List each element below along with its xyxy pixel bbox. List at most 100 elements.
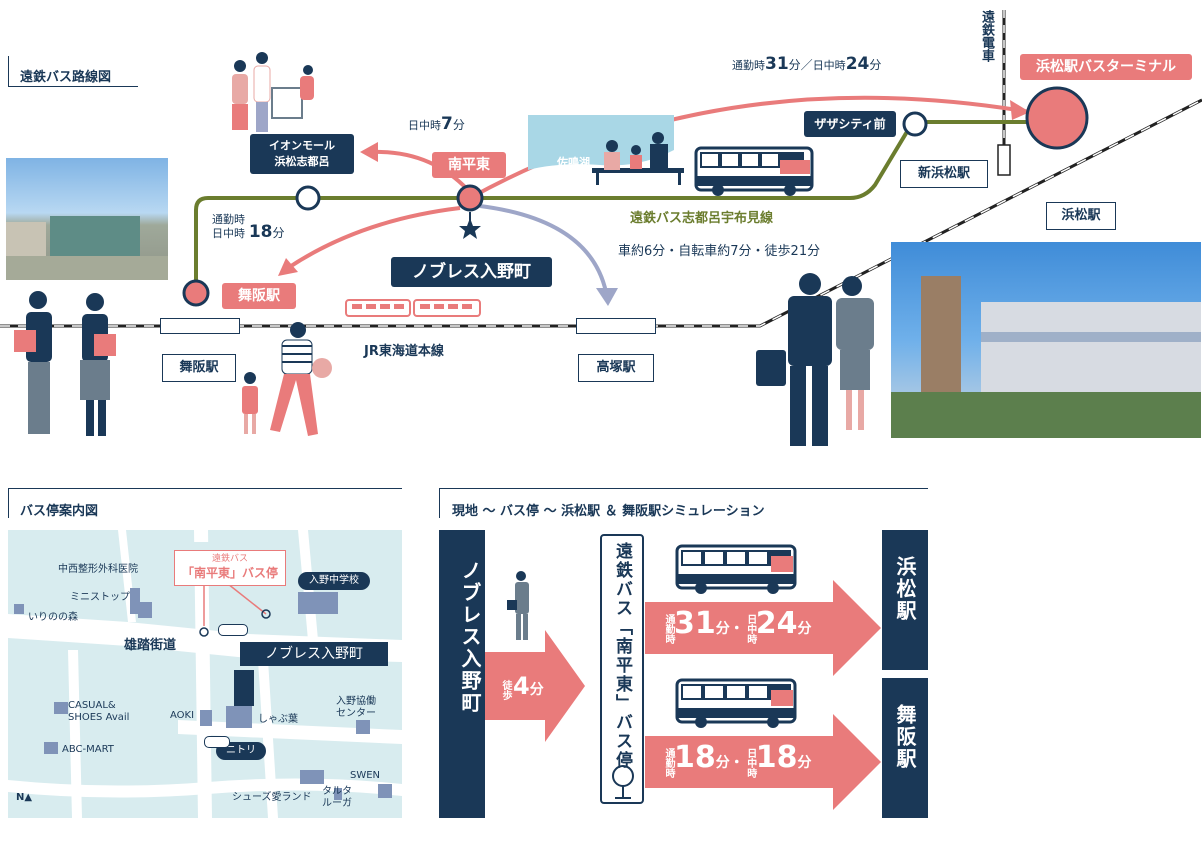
maisaka-station: 舞阪駅: [162, 354, 236, 382]
time-to-maisaka: 通勤時 日中時 18分: [212, 214, 285, 242]
map-building-property: [234, 670, 254, 706]
walk-prefix: 徒歩: [500, 679, 511, 700]
takatsuka-station-platform: [576, 318, 656, 334]
station-stripe: [981, 332, 1201, 342]
map-property-label: ノブレス入野町: [240, 642, 388, 666]
time-to-aeon-unit: 分: [452, 118, 465, 132]
time-to-maisaka-unit: 分: [272, 226, 285, 240]
aeon-label: イオンモール 浜松志都呂: [250, 134, 354, 174]
time-to-aeon: 日中時7分: [408, 114, 465, 134]
hamamatsu-sep: ・: [729, 621, 744, 637]
property-label: ノブレス入野町: [391, 257, 552, 287]
hamamatsu-unit-2: 分: [797, 621, 812, 637]
map-label-swen: SWEN: [350, 770, 381, 781]
aeon-building-wing: [6, 222, 46, 258]
hamamatsu-day-value: 24: [755, 606, 798, 641]
north-arrow-icon: N▲: [16, 792, 33, 803]
arrow-to-maisaka: [286, 206, 461, 270]
route-lines-svg: [0, 10, 1202, 446]
bus-map-rule-left: [8, 488, 9, 518]
dest-maisaka-panel: 舞阪駅: [882, 678, 928, 818]
students-illustration: [14, 291, 116, 436]
business-people-illustration: [756, 273, 874, 446]
walk-value: 4: [513, 672, 530, 700]
maisaka-commute-value: 18: [674, 740, 716, 775]
time-to-terminal-commute-prefix: 通勤時: [732, 59, 765, 72]
stop-terminal-circle: [1025, 86, 1089, 150]
maisaka-stop-label: 舞阪駅: [222, 283, 296, 309]
bus-arrows-svg: [645, 544, 881, 810]
time-to-maisaka-value: 18: [248, 222, 273, 242]
map-bus-stop-line2: 「南平東」バス停: [181, 566, 278, 580]
time-to-aeon-prefix: 日中時: [408, 119, 441, 132]
section-rule-bottom: [8, 86, 138, 87]
map-building-aoki: [200, 710, 212, 726]
time-to-hamamatsu: 通勤時31分・日中時24分: [662, 606, 812, 644]
time-to-terminal-sep: 分／: [788, 58, 813, 72]
map-building-kyodo: [356, 720, 370, 734]
origin-panel: ノブレス入野町: [439, 530, 485, 818]
hamamatsu-day-prefix: 日中時: [744, 613, 756, 644]
aeon-building-shape: [50, 216, 140, 256]
map-building-swen: [378, 784, 392, 798]
maisaka-station-platform: [160, 318, 240, 334]
map-label-shabuyo: しゃぶ葉: [258, 714, 298, 725]
map-label-casual: CASUAL& SHOES Avail: [68, 700, 130, 723]
train-icon: [345, 299, 481, 317]
time-to-terminal: 通勤時31分／日中時24分: [732, 54, 881, 74]
aeon-parking: [6, 256, 168, 280]
terminal-label: 浜松駅バスターミナル: [1020, 54, 1192, 80]
time-to-terminal-unit: 分: [869, 58, 882, 72]
zazacity-label: ザザシティ前: [804, 111, 896, 137]
map-label-kyodo: 入野協働 センター: [336, 696, 376, 719]
map-signal-icon: [204, 736, 230, 748]
map-building-shabuyo: [226, 706, 252, 728]
enshu-railway-label: 遠鉄電車: [979, 10, 994, 62]
sim-bus-icon-top: [675, 544, 797, 594]
bus-map-title: バス停案内図: [20, 504, 99, 519]
minamihiragashi-label: 南平東: [432, 152, 506, 178]
walk-arrow-svg: [485, 571, 585, 742]
sim-rule-top: [439, 488, 928, 489]
section-rule-left: [8, 56, 9, 86]
map-building-jhs: [298, 592, 338, 614]
stop-aeon-circle: [295, 185, 321, 211]
map-label-aoki: AOKI: [170, 710, 195, 721]
time-to-takatsuka: 車約6分・自転車約7分・徒歩21分: [618, 244, 821, 259]
bus-map-rule-top: [8, 488, 402, 489]
map-label-taruta: タルタ ルーガ: [322, 786, 352, 809]
time-to-terminal-commute-value: 31: [765, 54, 789, 74]
bus-stop-label: 遠鉄バス「南平東」バス停: [612, 542, 632, 770]
family-illustration: [232, 52, 314, 132]
bus-illustration: [694, 146, 814, 196]
map-bus-stop-callout: 遠鉄バス 「南平東」バス停: [174, 550, 286, 586]
aeon-photo: [6, 158, 168, 280]
takatsuka-station: 高塚駅: [578, 354, 654, 382]
act-tower-shape: [921, 276, 961, 396]
mother-child-illustration: [242, 322, 332, 436]
hamamatsu-commute-value: 31: [674, 606, 716, 641]
map-label-abc: ABC-MART: [62, 744, 114, 755]
bus-stop-sign-icon: [612, 765, 634, 799]
origin-label: ノブレス入野町: [458, 560, 482, 714]
walk-time: 徒歩4分: [498, 672, 544, 700]
time-to-terminal-day-prefix: 日中時: [812, 59, 846, 72]
map-label-irino-mori: いりのの森: [28, 612, 78, 623]
map-building-shoesland: [300, 770, 324, 784]
map-building-ministop: [130, 588, 140, 614]
walk-unit: 分: [529, 682, 544, 698]
map-label-shoesland: シューズ愛ランド: [232, 792, 312, 803]
bus-stop-panel: 遠鉄バス「南平東」バス停: [600, 534, 644, 804]
hamamatsu-station: 浜松駅: [1046, 202, 1116, 230]
map-building-abc: [44, 742, 58, 754]
map-building-casual: [54, 702, 68, 714]
dest-hamamatsu-panel: 浜松駅: [882, 530, 928, 670]
maisaka-commute-prefix: 通勤時: [663, 747, 674, 778]
dest-hamamatsu-label: 浜松駅: [893, 556, 917, 622]
maisaka-sep: ・: [729, 755, 744, 771]
jr-railway: [0, 98, 1202, 328]
map-label-clinic: 中西整形外科医院: [58, 564, 138, 575]
arrow-to-aeon: [371, 149, 470, 192]
sim-bus-icon-bottom: [675, 678, 797, 728]
jr-line-label: JR東海道本線: [364, 344, 444, 359]
